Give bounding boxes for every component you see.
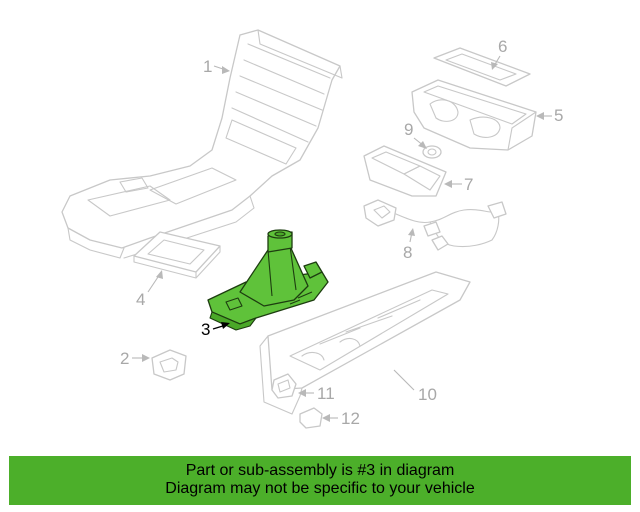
callout-1: 1: [203, 57, 230, 76]
part-indicator-plate: [133, 231, 221, 279]
part-retainer: [299, 407, 323, 429]
svg-text:6: 6: [498, 37, 507, 56]
callout-5: 5: [536, 106, 563, 125]
callout-3: 3: [201, 320, 230, 339]
part-wiring-harness: [363, 199, 507, 251]
svg-text:9: 9: [404, 120, 413, 139]
svg-text:2: 2: [120, 349, 129, 368]
part-center-console: [61, 29, 343, 259]
part-side-panel: [259, 271, 471, 415]
svg-text:10: 10: [418, 385, 437, 404]
parts-diagram: 1 4 3 2: [61, 29, 563, 429]
callout-2: 2: [120, 349, 150, 368]
callout-10: 10: [393, 369, 437, 404]
svg-text:1: 1: [203, 57, 212, 76]
part-3-shift-boot-highlighted: [207, 229, 329, 331]
banner-line-part-number: Part or sub-assembly is #3 in diagram: [185, 462, 455, 479]
svg-text:8: 8: [403, 243, 412, 262]
part-small-clip: [271, 373, 297, 399]
svg-text:12: 12: [341, 409, 360, 428]
part-clip: [151, 349, 187, 381]
info-banner: Part or sub-assembly is #3 in diagram Di…: [9, 456, 631, 505]
callout-6: 6: [491, 37, 507, 70]
part-lid: [433, 47, 531, 87]
callout-12: 12: [322, 409, 360, 428]
part-ashtray: [363, 145, 447, 197]
callout-11: 11: [298, 384, 335, 403]
svg-text:3: 3: [201, 320, 210, 339]
banner-line-disclaimer: Diagram may not be specific to your vehi…: [165, 480, 475, 497]
part-socket: [422, 145, 442, 159]
callout-4: 4: [136, 270, 163, 309]
svg-text:7: 7: [464, 175, 473, 194]
svg-text:11: 11: [317, 384, 335, 403]
callout-9: 9: [404, 120, 427, 149]
svg-text:4: 4: [136, 290, 145, 309]
part-cup-holder: [411, 79, 537, 151]
svg-text:5: 5: [554, 106, 563, 125]
callout-7: 7: [444, 175, 473, 194]
callout-8: 8: [403, 228, 415, 262]
